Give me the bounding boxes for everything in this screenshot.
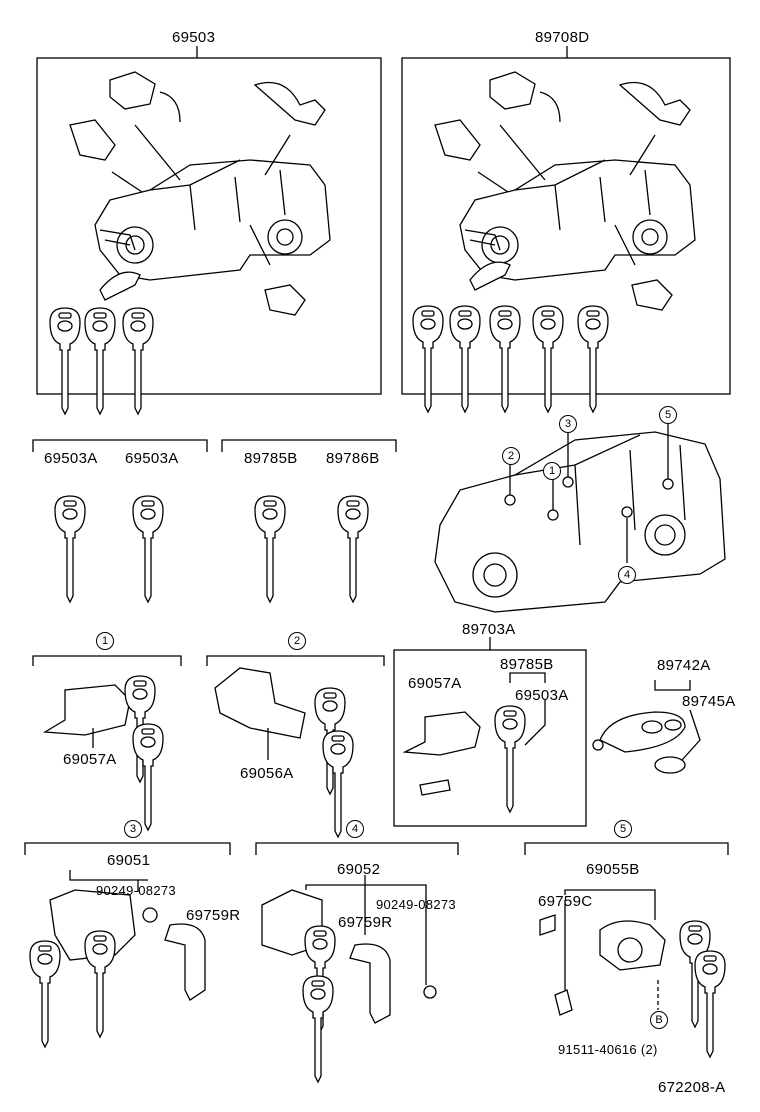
location-marker-3: 3 [559,415,577,433]
box-89708d [401,57,731,395]
section-marker-1: 1 [96,632,114,650]
part-label: 89785B [244,450,298,467]
key-icon [337,495,369,603]
remote-fob [599,711,686,753]
part-label: 69503A [125,450,179,467]
section-marker-5: 5 [614,820,632,838]
location-marker-1: 1 [543,462,561,480]
location-marker-4: 4 [618,566,636,584]
part-label: 69503A [515,687,569,704]
part-sketch [109,71,156,110]
part-label: 69503A [44,450,98,467]
part-label: 91511-40616 (2) [558,1042,658,1057]
part-label: 69759R [186,907,241,924]
part-label: 69057A [63,751,117,768]
part-label: 69051 [107,852,151,869]
part-label: 69052 [337,861,381,878]
key-icon [54,495,86,603]
location-marker-2: 2 [502,447,520,465]
box-label-89708d: 89708D [535,29,590,46]
section-marker-4: 4 [346,820,364,838]
key-icon [489,305,521,413]
key-icon [449,305,481,413]
part-label: 69759C [538,893,593,910]
part-label: 69759R [338,914,393,931]
section-marker-2: 2 [288,632,306,650]
key-icon [122,307,154,415]
kit-title: 89703A [462,621,516,638]
drawing-number: 672208-A [658,1079,726,1096]
part-label: 69057A [408,675,462,692]
key-icon [577,305,609,413]
location-marker-5: 5 [659,406,677,424]
key-icon [84,307,116,415]
key-icon [49,307,81,415]
car-illustration [94,159,331,281]
leader-arrows [111,124,291,266]
part-label: 89786B [326,450,380,467]
part-label: 69056A [240,765,294,782]
location-car-illustration [434,424,726,613]
key-icon [254,495,286,603]
part-label: 89745A [682,693,736,710]
part-label: 89742A [657,657,711,674]
box-69503 [36,57,382,395]
part-label: 90249-08273 [376,897,456,912]
section-marker-3: 3 [124,820,142,838]
part-label: 90249-08273 [96,883,176,898]
part-label: 69055B [586,861,640,878]
part-label: 89785B [500,656,554,673]
key-icon [132,495,164,603]
box-label-69503: 69503 [172,29,216,46]
key-icon [532,305,564,413]
key-icon [412,305,444,413]
reference-marker-b: B [650,1011,668,1029]
